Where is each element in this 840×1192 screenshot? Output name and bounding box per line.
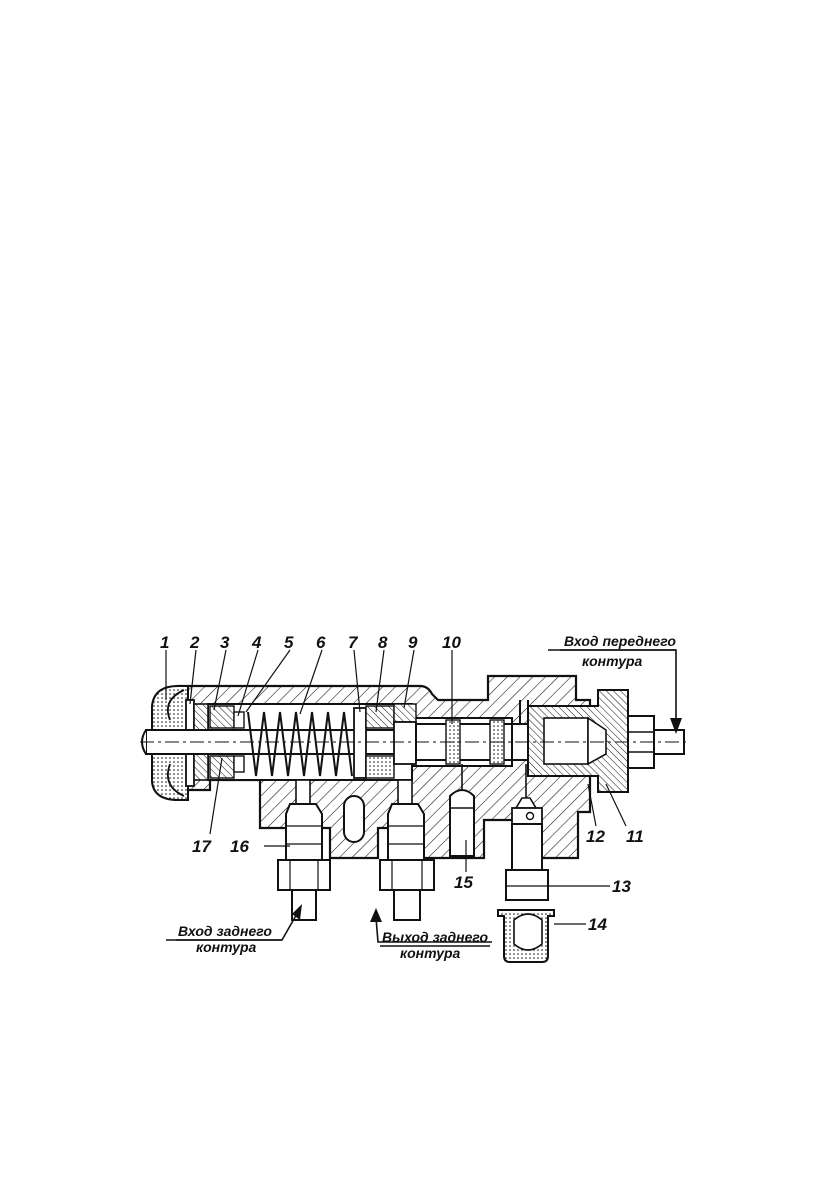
rear-inlet-caption-line2: контура xyxy=(196,939,257,955)
label-part-9: 9 xyxy=(408,633,418,652)
label-part-14: 14 xyxy=(588,915,607,934)
rear-inlet-caption-line1: Вход заднего xyxy=(178,923,272,939)
label-part-1: 1 xyxy=(160,633,169,652)
end-cap xyxy=(528,690,684,792)
label-part-3: 3 xyxy=(220,633,230,652)
label-part-6: 6 xyxy=(316,633,326,652)
label-part-16: 16 xyxy=(230,837,249,856)
label-part-10: 10 xyxy=(442,633,461,652)
rear-outlet-caption-line2: контура xyxy=(400,945,461,961)
label-part-12: 12 xyxy=(586,827,605,846)
label-part-17: 17 xyxy=(192,837,212,856)
label-part-8: 8 xyxy=(378,633,388,652)
front-inlet-caption-line1: Вход переднего xyxy=(564,633,676,649)
label-part-2: 2 xyxy=(189,633,200,652)
label-part-13: 13 xyxy=(612,877,631,896)
label-part-15: 15 xyxy=(454,873,473,892)
rear-outlet-caption-line1: Выход заднего xyxy=(382,929,489,945)
label-part-5: 5 xyxy=(284,633,294,652)
label-part-11: 11 xyxy=(626,827,644,846)
front-inlet-caption-line2: контура xyxy=(582,653,643,669)
label-part-7: 7 xyxy=(348,633,359,652)
label-part-4: 4 xyxy=(251,633,262,652)
